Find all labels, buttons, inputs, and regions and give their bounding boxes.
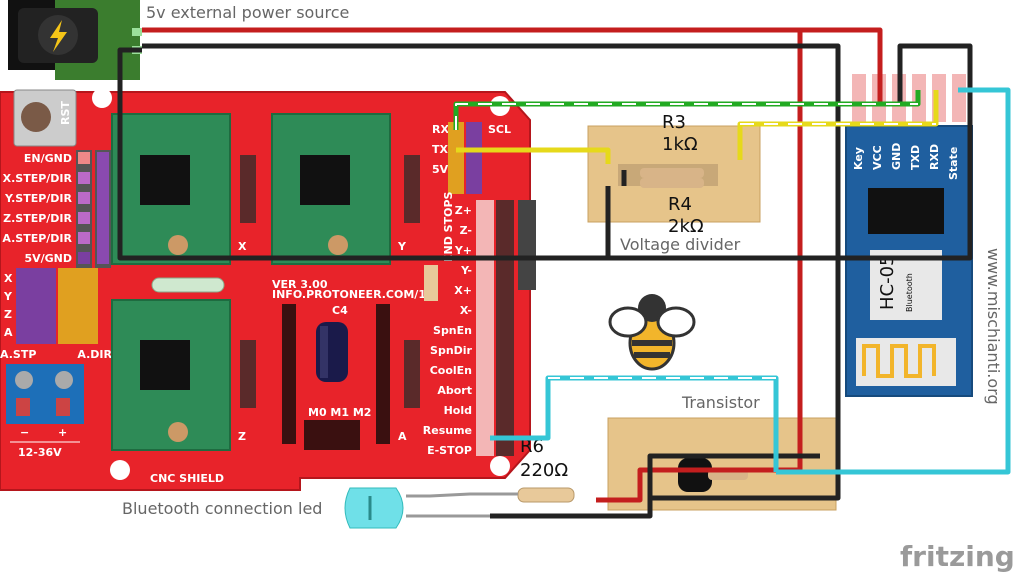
left-pin-labels: EN/GND X.STEP/DIR Y.STEP/DIR Z.STEP/DIR … bbox=[2, 152, 72, 265]
power-source-label: 5v external power source bbox=[146, 3, 349, 22]
ctrl-abort: Abort bbox=[437, 384, 472, 397]
transistor-body bbox=[678, 458, 712, 492]
driver-label-y: Y bbox=[397, 240, 407, 253]
website-label: www.mischianti.org bbox=[984, 248, 1003, 405]
pin-label-5v: 5V/GND bbox=[24, 252, 72, 265]
resistor-onboard bbox=[424, 265, 438, 301]
uart-header: RX TX 5V SCL bbox=[432, 122, 511, 194]
axis-jumpers: X Y Z A A.STP A.DIR bbox=[0, 268, 113, 361]
reset-button: RST bbox=[13, 89, 77, 147]
pin-label-en: EN/GND bbox=[24, 152, 72, 165]
left-pin-header bbox=[76, 150, 111, 268]
ctrl-resume: Resume bbox=[423, 424, 472, 437]
a-stp-label: A.STP bbox=[0, 348, 36, 361]
driver-label-a: A bbox=[398, 430, 407, 443]
uart-tx: TX bbox=[432, 143, 449, 156]
endstop-z-minus: Z- bbox=[460, 224, 472, 237]
ctrl-spnen: SpnEn bbox=[433, 324, 472, 337]
power-terminal: − + 12-36V bbox=[6, 364, 84, 459]
voltage-label: 12-36V bbox=[18, 446, 62, 459]
endstop-x-plus: X+ bbox=[454, 284, 472, 297]
transistor-label: Transistor bbox=[681, 393, 760, 412]
power-jack bbox=[8, 0, 142, 80]
terminal-minus: − bbox=[20, 426, 29, 439]
pin-label-ystep: Y.STEP/DIR bbox=[4, 192, 73, 205]
pin-label-astep: A.STEP/DIR bbox=[2, 232, 72, 245]
ctrl-estop: E-STOP bbox=[427, 444, 472, 457]
r4-value: 2kΩ bbox=[668, 216, 704, 237]
endstop-z-plus: Z+ bbox=[455, 204, 472, 217]
hc05-pin-key: Key bbox=[852, 147, 865, 170]
axis-letter-x: X bbox=[4, 272, 13, 285]
bee-icon bbox=[608, 294, 696, 371]
axis-letter-z: Z bbox=[4, 308, 12, 321]
wires bbox=[117, 27, 1011, 519]
control-pin-labels: SpnEn SpnDir CoolEn Abort Hold Resume E-… bbox=[423, 324, 473, 457]
site-label: INFO.PROTONEER.COM/1 bbox=[272, 288, 426, 301]
hc05-module: HC-05 Bluetooth Key VCC GND TXD RXD Stat… bbox=[845, 125, 973, 397]
uart-5v: 5V bbox=[432, 163, 449, 176]
voltage-divider-board bbox=[587, 125, 761, 223]
endstop-y-plus: Y+ bbox=[454, 244, 472, 257]
hc05-model: HC-05 bbox=[877, 254, 898, 310]
hc05-pin-vcc: VCC bbox=[871, 145, 884, 170]
bluetooth-led bbox=[344, 487, 404, 529]
hc05-pin-rxd: RXD bbox=[928, 144, 941, 170]
endstops-label: END STOPS bbox=[442, 191, 455, 262]
hc05-pin-state: State bbox=[947, 147, 960, 180]
cnc-shield-board: RST EN/GND X.STEP/DIR Y.STEP/DIR Z.STEP/… bbox=[0, 88, 536, 491]
microstep-label: M0 M1 M2 bbox=[308, 406, 371, 419]
uart-scl: SCL bbox=[488, 123, 511, 136]
endstop-y-minus: Y- bbox=[460, 264, 472, 277]
stepper-driver-x bbox=[111, 113, 231, 265]
endstop-pin-labels: Z+ Z- Y+ Y- X+ X- bbox=[454, 204, 472, 317]
pin-label-xstep: X.STEP/DIR bbox=[3, 172, 73, 185]
shield-title: CNC SHIELD bbox=[150, 472, 224, 485]
voltage-divider-label: Voltage divider bbox=[620, 235, 741, 254]
version-label: VER 3.00 bbox=[272, 278, 328, 291]
endstop-x-minus: X- bbox=[460, 304, 472, 317]
r4-name: R4 bbox=[668, 194, 692, 215]
ctrl-coolen: CoolEn bbox=[430, 364, 472, 377]
uart-rx: RX bbox=[432, 123, 449, 136]
stepper-driver-y bbox=[271, 113, 391, 265]
hc05-pin-gnd: GND bbox=[890, 143, 903, 170]
pin-label-zstep: Z.STEP/DIR bbox=[3, 212, 72, 225]
a-dir-label: A.DIR bbox=[77, 348, 112, 361]
driver-label-z: Z bbox=[238, 430, 246, 443]
fritzing-logo: fritzing bbox=[900, 540, 1015, 573]
r6-value: 220Ω bbox=[520, 460, 568, 481]
stepper-driver-z bbox=[111, 299, 231, 451]
lightning-icon bbox=[50, 20, 67, 52]
driver-label-x: X bbox=[238, 240, 247, 253]
r6-name: R6 bbox=[520, 436, 544, 457]
rst-label: RST bbox=[59, 101, 72, 125]
capacitor bbox=[316, 322, 348, 382]
ctrl-hold: Hold bbox=[444, 404, 472, 417]
axis-letter-a: A bbox=[4, 326, 13, 339]
hc05-header bbox=[852, 74, 966, 122]
ctrl-spndir: SpnDir bbox=[430, 344, 473, 357]
fuse bbox=[151, 277, 225, 293]
r3-name: R3 bbox=[662, 112, 686, 133]
r3-value: 1kΩ bbox=[662, 134, 698, 155]
terminal-plus: + bbox=[58, 426, 67, 439]
hc05-pin-txd: TXD bbox=[909, 145, 922, 170]
bt-led-label: Bluetooth connection led bbox=[122, 499, 322, 518]
axis-letter-y: Y bbox=[3, 290, 13, 303]
hc05-sub: Bluetooth bbox=[905, 273, 914, 312]
cap-label: C4 bbox=[332, 304, 348, 317]
resistor-r6 bbox=[517, 487, 575, 503]
